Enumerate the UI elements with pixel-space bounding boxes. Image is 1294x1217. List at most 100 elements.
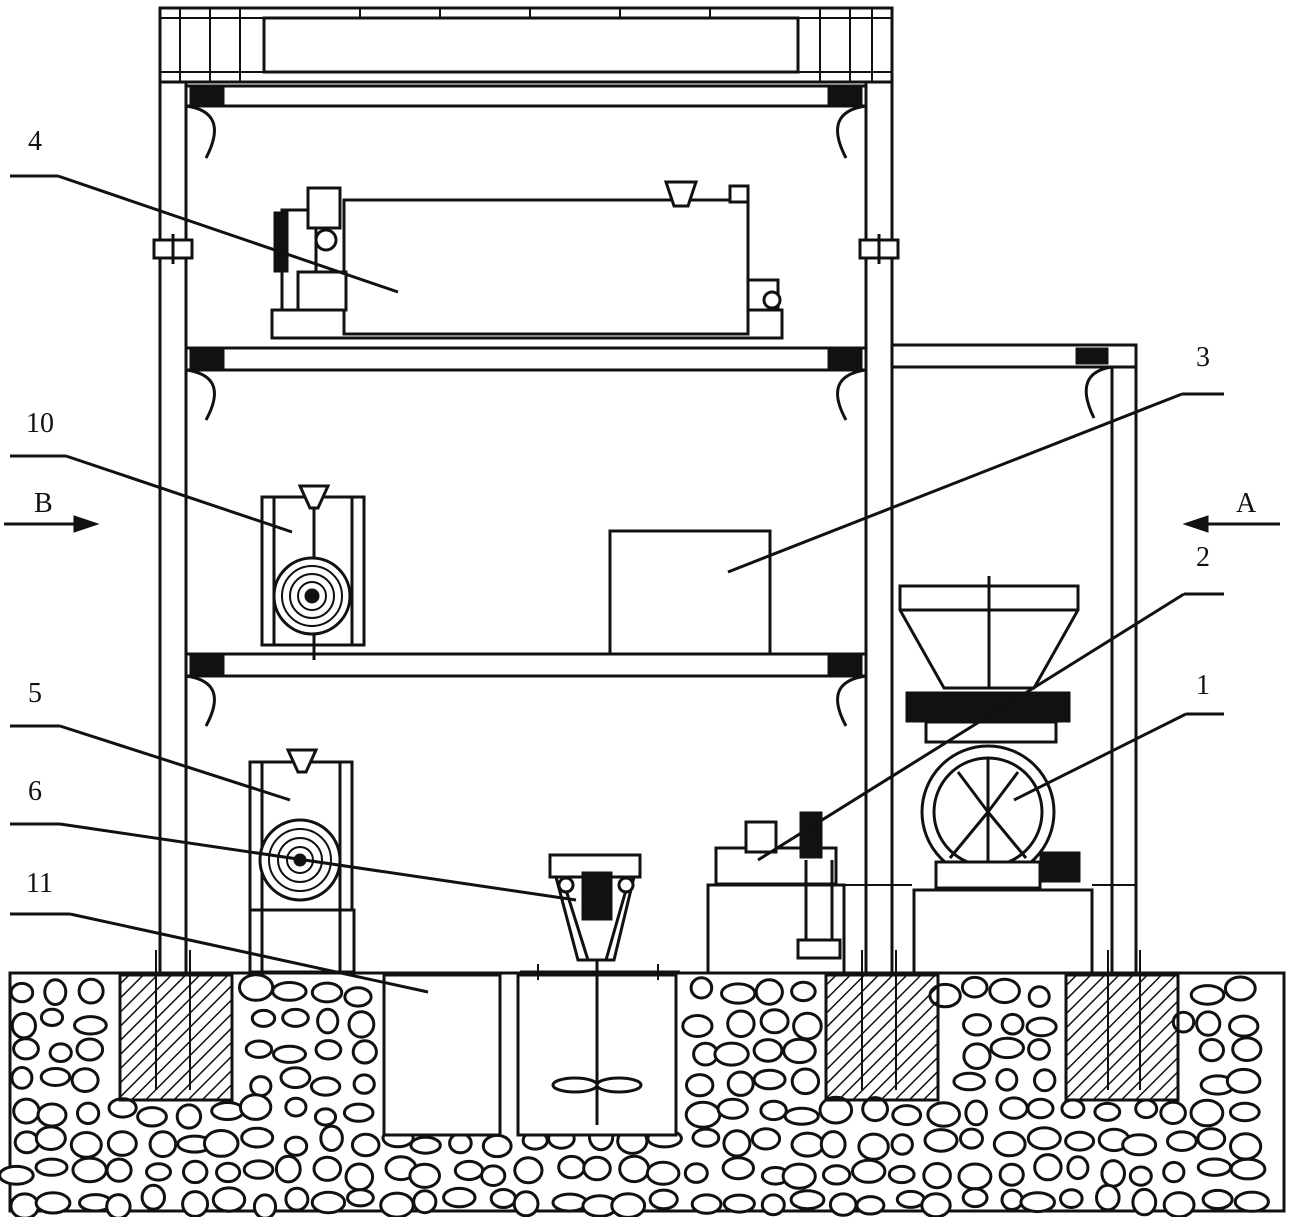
stone <box>175 1103 203 1130</box>
stone <box>962 1042 992 1070</box>
stone <box>722 1193 756 1214</box>
stone <box>790 1131 825 1158</box>
stone <box>961 1187 989 1209</box>
callout-11: 11 <box>26 868 53 899</box>
stone <box>851 1158 887 1184</box>
stone <box>316 1007 340 1035</box>
stone <box>202 1129 240 1158</box>
stone <box>721 1156 755 1181</box>
stone <box>1025 1016 1058 1038</box>
stone <box>690 1193 723 1215</box>
impeller-blade-left <box>551 1076 599 1094</box>
stone <box>1231 1036 1263 1062</box>
stone <box>1198 1038 1226 1063</box>
stone <box>71 1156 108 1184</box>
view-marker-a: A <box>1182 488 1280 533</box>
callout-10: 10 <box>26 408 54 439</box>
view-marker-b: B <box>4 488 100 533</box>
callout-1: 1 <box>1196 670 1210 701</box>
stone <box>789 1189 826 1211</box>
stone <box>13 1130 41 1155</box>
stone <box>271 981 308 1002</box>
stone <box>819 1130 847 1159</box>
stone <box>988 977 1021 1005</box>
column-right <box>1110 343 1138 975</box>
stone <box>36 1102 68 1128</box>
stone <box>238 1093 273 1121</box>
stone <box>1223 975 1257 1002</box>
footing-right <box>1064 973 1180 1102</box>
stone <box>922 1162 952 1190</box>
stone <box>182 1159 209 1185</box>
stone <box>1196 1157 1233 1177</box>
stone <box>1159 1100 1187 1126</box>
stone <box>43 978 68 1006</box>
stone <box>891 1104 923 1127</box>
stone <box>351 1039 378 1065</box>
stone <box>952 1071 987 1092</box>
stone <box>792 1011 823 1041</box>
beam-top <box>184 84 868 108</box>
stone <box>962 1013 992 1037</box>
stone <box>310 981 344 1004</box>
stone <box>1229 1157 1267 1181</box>
stone <box>782 1037 817 1065</box>
stone <box>1201 1188 1234 1211</box>
stone <box>1060 1098 1086 1119</box>
stone <box>34 1125 67 1151</box>
stone <box>790 1067 821 1096</box>
stone <box>409 1135 442 1155</box>
stone <box>895 1189 926 1209</box>
stone <box>313 1107 338 1127</box>
stone <box>726 1009 756 1039</box>
stone <box>1229 1132 1263 1161</box>
stone <box>1189 1098 1225 1128</box>
stone <box>10 1011 37 1040</box>
stone <box>284 1096 308 1118</box>
stone <box>489 1188 517 1209</box>
stone <box>1026 1126 1062 1151</box>
stone <box>1100 1159 1126 1188</box>
stone <box>821 1164 852 1186</box>
stone <box>249 1075 273 1098</box>
stone <box>1093 1101 1122 1122</box>
leader-lines <box>10 174 1224 994</box>
stone <box>76 1101 101 1126</box>
stone <box>1196 1127 1227 1151</box>
stone <box>857 1132 890 1161</box>
stone <box>1000 1188 1024 1212</box>
stone <box>681 1014 714 1038</box>
stone <box>760 1193 786 1217</box>
stone <box>347 1010 376 1039</box>
stone <box>12 1097 41 1125</box>
stone <box>242 1159 275 1180</box>
stone <box>1195 1010 1222 1037</box>
stone <box>1131 1187 1158 1217</box>
stone <box>412 1189 438 1215</box>
stone <box>759 1008 790 1035</box>
stone <box>683 1162 709 1184</box>
stone <box>855 1195 886 1216</box>
stone <box>1019 1191 1056 1214</box>
stone <box>750 1127 782 1151</box>
impeller-blade-right <box>595 1076 643 1094</box>
pit-tank <box>382 973 502 1137</box>
stone <box>250 1008 277 1028</box>
stone <box>828 1192 858 1217</box>
view-marker-a-label: A <box>1236 488 1257 519</box>
stone <box>453 1159 485 1182</box>
stone <box>689 976 714 1000</box>
stone <box>1233 1190 1270 1213</box>
stone <box>0 1164 35 1186</box>
stone <box>759 1099 788 1122</box>
stone <box>344 1162 375 1192</box>
stone <box>10 1066 34 1090</box>
stone <box>720 982 757 1005</box>
stone <box>75 1037 105 1062</box>
equipment-mixer-assembly <box>520 853 680 980</box>
stone <box>685 1073 715 1098</box>
steel-frame <box>152 6 1141 1090</box>
stone <box>959 1127 984 1150</box>
stone <box>70 1067 100 1093</box>
